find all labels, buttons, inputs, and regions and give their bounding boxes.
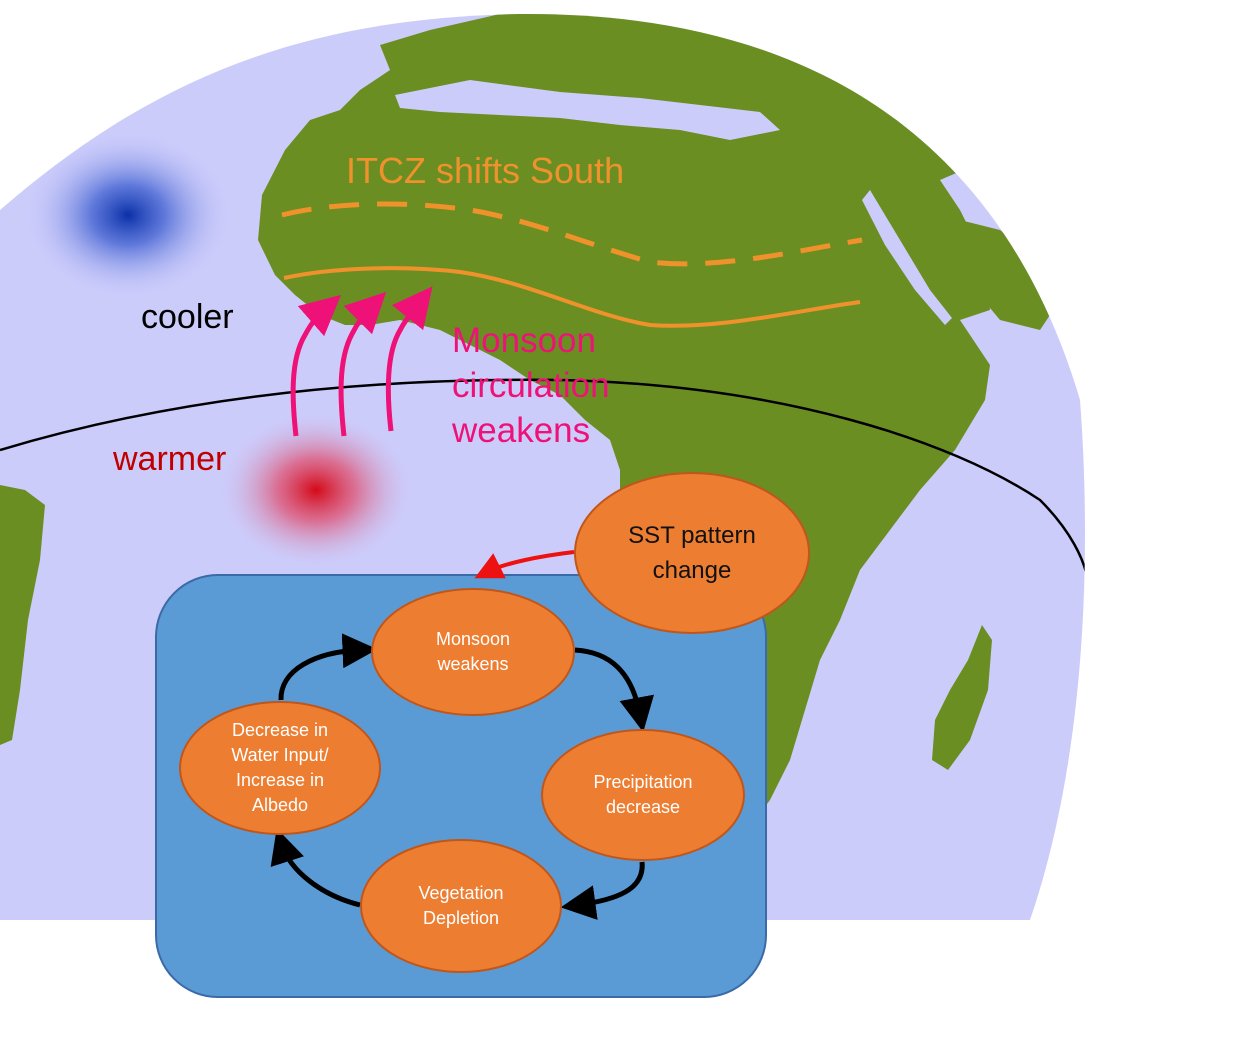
warmer-label: warmer xyxy=(113,440,227,478)
monsoon-arrow xyxy=(338,291,387,437)
africa-landmass xyxy=(258,13,1000,820)
cycle-arrow xyxy=(270,828,361,908)
equator-line xyxy=(0,378,1085,583)
monsoon-weakens-label: Monsoon weakens xyxy=(435,629,511,674)
itcz-label: ITCZ shifts South xyxy=(346,150,625,191)
cycle-arrow xyxy=(574,647,654,733)
feedback-box xyxy=(155,574,767,998)
precipitation-decrease-node xyxy=(541,729,745,861)
cycle-arrow xyxy=(560,861,645,920)
red-sea xyxy=(862,190,952,325)
monsoon-arrow xyxy=(385,286,433,432)
cooler-label: cooler xyxy=(141,298,234,336)
itcz-solid-line xyxy=(283,266,861,328)
sst-change-label: SST pattern change xyxy=(628,521,756,584)
warm-sst-anomaly xyxy=(216,410,416,570)
water-albedo-label: Decrease in Water Input/ Increase in Alb… xyxy=(231,720,329,815)
monsoon-circulation-label: Monsoon circulation weakens xyxy=(452,321,610,450)
vegetation-depletion-node xyxy=(360,839,562,973)
sst-to-monsoon-arrow xyxy=(474,550,575,579)
cool-sst-anomaly xyxy=(23,130,233,300)
arabia-landmass xyxy=(960,220,1060,330)
monsoon-arrow xyxy=(290,294,342,437)
vegetation-depletion-label: Vegetation Depletion xyxy=(418,883,504,928)
water-albedo-node xyxy=(179,701,381,835)
sst-change-node xyxy=(574,472,810,634)
madagascar xyxy=(932,625,992,770)
south-america-landmass xyxy=(0,485,45,745)
precipitation-decrease-label: Precipitation decrease xyxy=(593,772,693,817)
monsoon-weakens-node xyxy=(371,588,575,716)
cycle-arrow xyxy=(278,633,378,701)
itcz-dashed-line xyxy=(281,201,863,267)
mediterranean-sea xyxy=(395,80,780,140)
